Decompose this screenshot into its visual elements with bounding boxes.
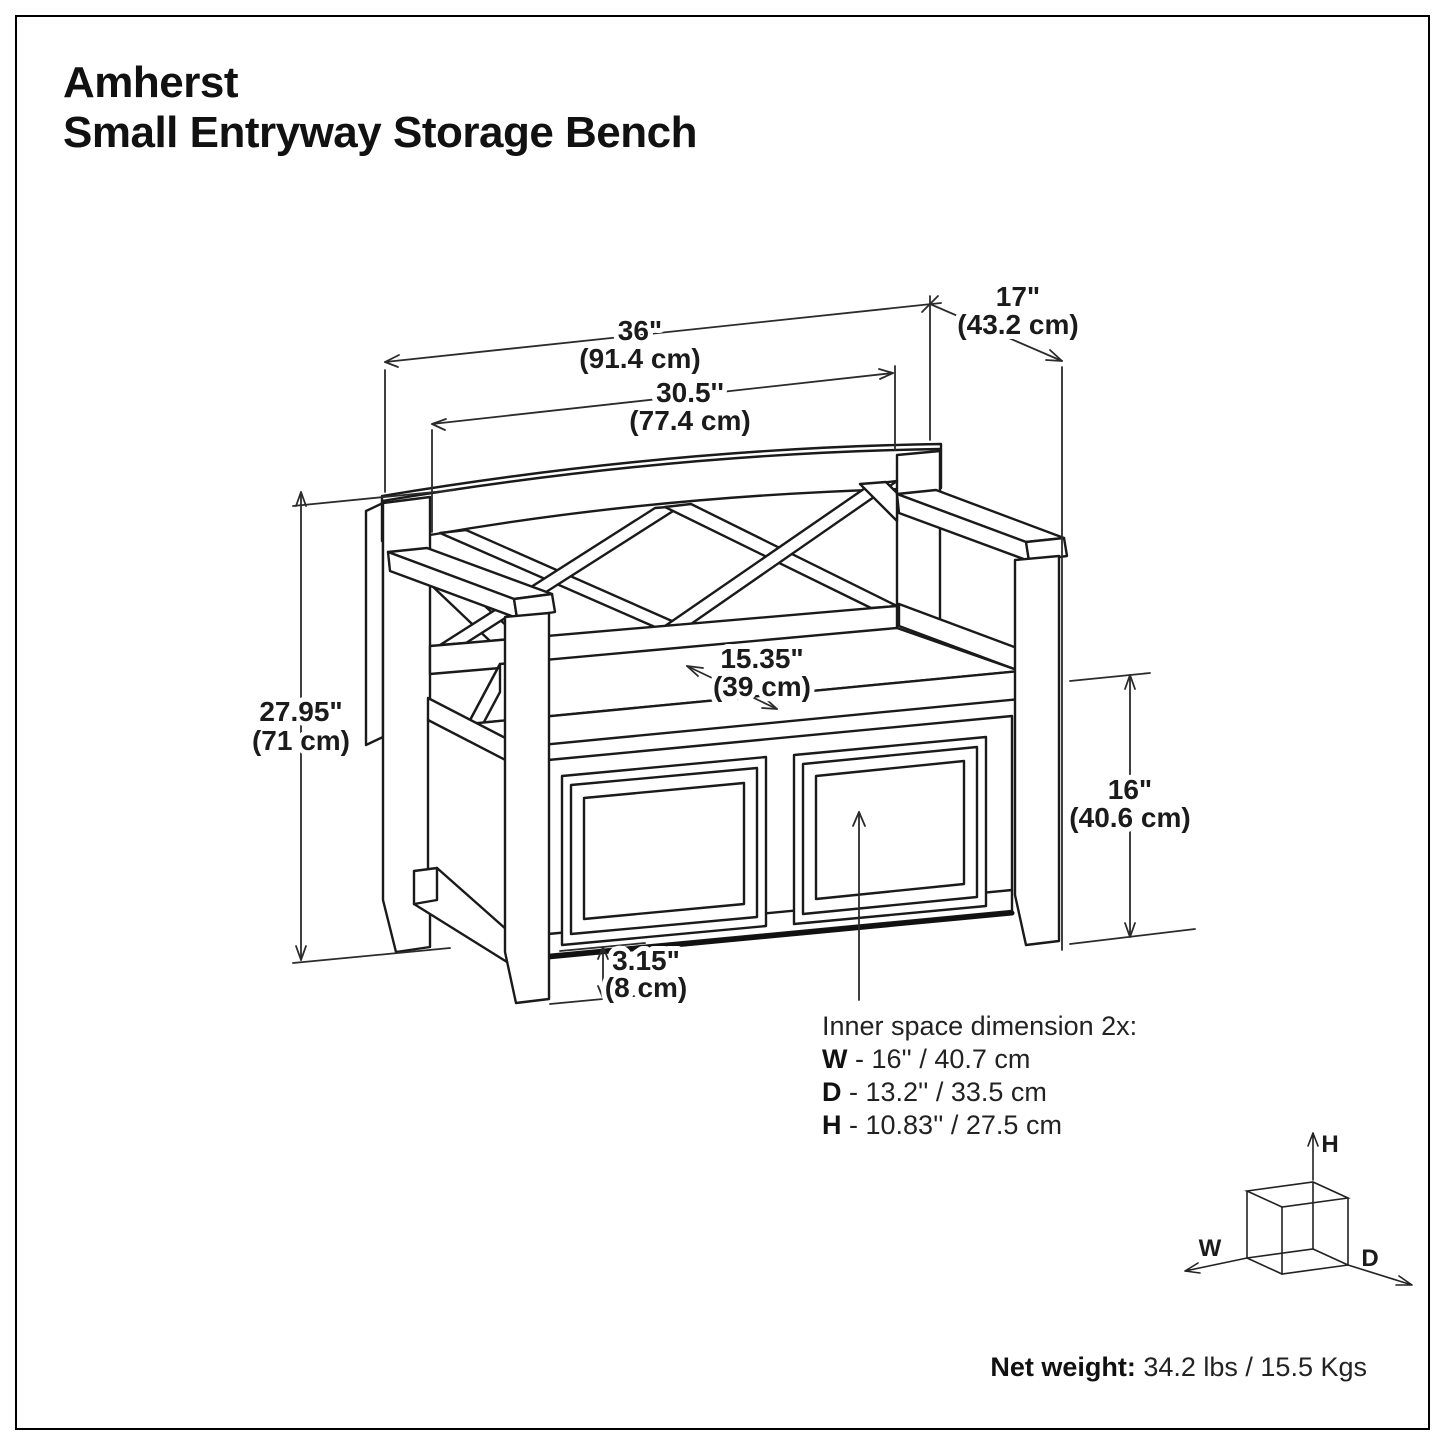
dim-height-imperial: 27.95" — [259, 696, 342, 727]
dim-width-imperial: 36" — [618, 315, 662, 346]
dim-seat-height-imperial: 16" — [1108, 774, 1152, 805]
dim-width — [384, 295, 942, 493]
dim-inner-width — [431, 365, 896, 533]
dim-inner-width-imperial: 30.5'' — [656, 377, 724, 408]
dim-seat-depth-imperial: 15.35" — [720, 643, 803, 674]
inner-space-row-d: D - 13.2'' / 33.5 cm — [822, 1077, 1047, 1107]
axis-label-w: W — [1199, 1235, 1222, 1262]
dim-seat-depth — [686, 665, 778, 710]
bench-storage-cabinet — [412, 696, 1015, 964]
front-left-leg — [503, 611, 551, 1005]
page-title: Amherst Small Entryway Storage Bench — [63, 58, 698, 158]
net-weight-label: Net weight: — [990, 1352, 1136, 1382]
dim-clearance-metric: (8 cm) — [605, 972, 687, 1003]
bench-front-legs — [503, 554, 1061, 1005]
left-door — [560, 755, 768, 947]
dim-height-metric: (71 cm) — [252, 725, 350, 756]
inner-space-row-w: W - 16'' / 40.7 cm — [822, 1044, 1031, 1074]
dim-depth-imperial: 17" — [996, 281, 1040, 312]
right-door — [792, 735, 988, 926]
axis-label-h: H — [1321, 1131, 1338, 1158]
dim-seat-depth-metric: (39 cm) — [713, 671, 811, 702]
dim-depth — [929, 303, 1063, 951]
inner-space-heading: Inner space dimension 2x: — [822, 1011, 1138, 1041]
dim-height — [292, 489, 456, 964]
dim-depth-metric: (43.2 cm) — [957, 309, 1078, 340]
dim-clearance — [549, 942, 646, 1005]
net-weight: Net weight: 34.2 lbs / 15.5 Kgs — [990, 1352, 1367, 1383]
dim-seat-height-metric: (40.6 cm) — [1069, 802, 1190, 833]
dim-width-metric: (91.4 cm) — [579, 343, 700, 374]
front-right-leg — [1013, 554, 1061, 947]
axis-cube-icon: H W D — [1184, 1131, 1413, 1286]
inner-space-row-h: H - 10.83'' / 27.5 cm — [822, 1110, 1062, 1140]
dim-inner-width-metric: (77.4 cm) — [629, 405, 750, 436]
product-subtitle: Small Entryway Storage Bench — [63, 108, 698, 158]
inner-space-note: Inner space dimension 2x: W - 16'' / 40.… — [822, 1010, 1137, 1142]
axis-label-d: D — [1361, 1245, 1378, 1272]
dimension-labels: 36" (91.4 cm) 30.5'' (77.4 cm) 17" (43.2… — [247, 276, 1196, 1008]
dim-seat-height — [1069, 672, 1196, 945]
net-weight-value: 34.2 lbs / 15.5 Kgs — [1143, 1352, 1367, 1382]
dim-clearance-imperial: 3.15" — [612, 945, 680, 976]
inner-space-leader — [852, 811, 866, 1001]
back-left-leg — [381, 495, 432, 954]
product-name: Amherst — [63, 58, 239, 107]
dimension-lines — [292, 295, 1196, 1005]
